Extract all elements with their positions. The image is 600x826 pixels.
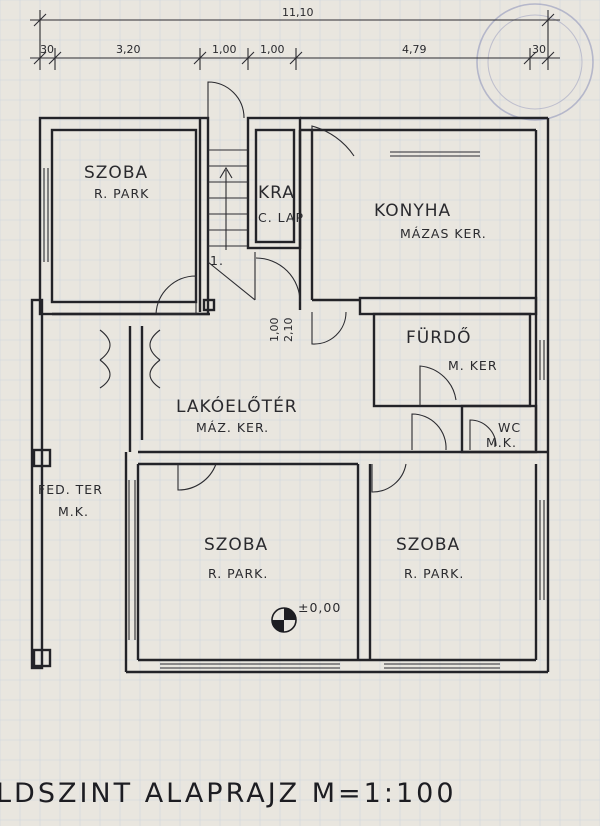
room-name-konyha: KONYHA	[374, 201, 451, 221]
room-name-szoba-sw: SZOBA	[204, 535, 268, 555]
room-name-szoba-se: SZOBA	[396, 535, 460, 555]
room-finish-lakoeloter: MÁZ. KER.	[196, 420, 269, 435]
drawing-title: LDSZINT ALAPRAJZ M=1:100	[0, 778, 457, 809]
room-name-fed-ter: FED. TER	[38, 482, 103, 497]
stair-door-height: 2,10	[282, 318, 295, 343]
room-finish-szoba-se: R. PARK.	[404, 566, 464, 581]
room-finish-kamra: C. LAP	[258, 210, 304, 225]
level-mark: ±0,00	[298, 600, 341, 615]
room-finish-szoba-sw: R. PARK.	[208, 566, 268, 581]
stamp	[476, 3, 594, 121]
interior-walls	[52, 116, 548, 660]
room-finish-wc: M.K.	[486, 435, 517, 450]
doors	[99, 81, 497, 493]
dimension-segment-4: 1,00	[260, 43, 285, 56]
stair-door-width: 1,00	[268, 318, 281, 343]
windows	[43, 151, 545, 669]
room-finish-szoba-nw: R. PARK	[94, 186, 149, 201]
dimension-line	[30, 10, 560, 70]
level-marker-icon	[271, 607, 297, 633]
stair-number: 1.	[210, 253, 224, 268]
room-finish-konyha: MÁZAS KER.	[400, 226, 487, 241]
stair	[207, 149, 256, 301]
room-name-furdo: FÜRDŐ	[406, 326, 472, 348]
dimension-segment-3: 1,00	[212, 43, 237, 56]
dimension-segment-5: 4,79	[402, 43, 427, 56]
room-name-wc: WC	[498, 420, 521, 435]
dimension-segment-2: 3,20	[116, 43, 141, 56]
dimension-segment-6: 30	[532, 43, 546, 56]
room-name-kamra: KRA	[258, 183, 295, 203]
overall-dimension: 11,10	[282, 6, 314, 19]
room-finish-fed-ter: M.K.	[58, 504, 89, 519]
exterior-walls	[30, 116, 550, 674]
room-name-lakoeloter: LAKÓELŐTÉR	[176, 395, 298, 417]
room-finish-furdo: M. KER	[448, 358, 498, 373]
dimension-segment-1: 30	[40, 43, 54, 56]
room-name-szoba-nw: SZOBA	[84, 163, 148, 183]
columns	[32, 298, 216, 668]
